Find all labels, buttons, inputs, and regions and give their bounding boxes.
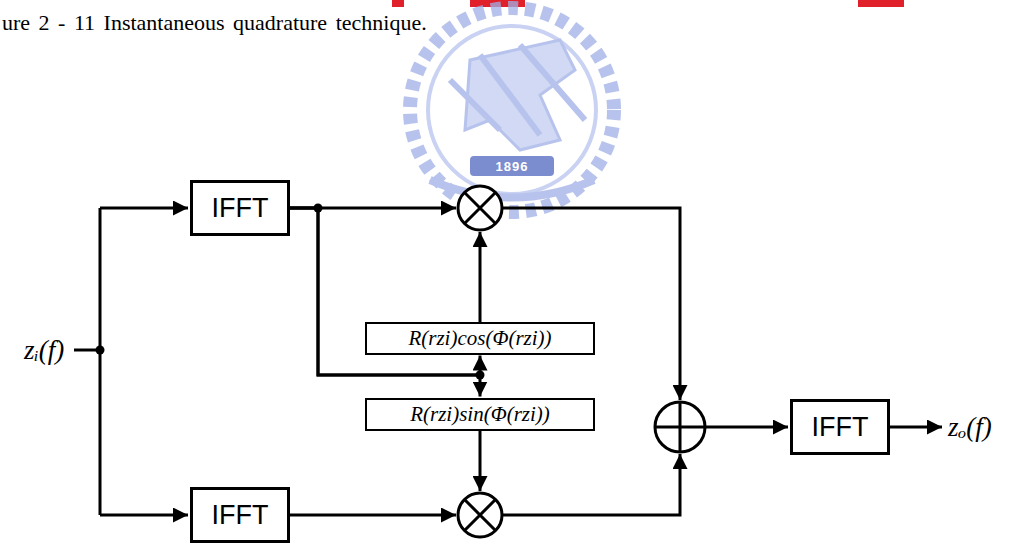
multiplier-symbol — [458, 186, 502, 230]
box-text: IFFT — [212, 193, 269, 224]
signal-name: zᵢ(f) — [22, 335, 66, 366]
signal-name: zₒ(f) — [946, 412, 994, 443]
gain-phase-box: R(rzi)sin(Φ(rzi)) — [365, 398, 595, 431]
logo-watermark — [410, 8, 614, 212]
cut-off-heading — [392, 0, 904, 7]
adder-symbol — [655, 402, 705, 452]
gain-phase-box: R(rzi)cos(Φ(rzi)) — [365, 322, 595, 355]
signal-wires — [74, 208, 942, 515]
ifft-block: IFFT — [190, 487, 290, 543]
logo-year: 1896 — [496, 159, 529, 174]
multiplier-symbol — [458, 493, 502, 537]
figure-caption: ure 2 - 11 Instantaneous quadrature tech… — [2, 10, 427, 36]
ifft-block: IFFT — [790, 399, 890, 455]
box-text: R(rzi)cos(Φ(rzi)) — [408, 326, 551, 351]
ifft-block: IFFT — [190, 180, 290, 236]
box-text: R(rzi)sin(Φ(rzi)) — [410, 402, 550, 427]
signal-connector — [290, 208, 480, 397]
box-text: IFFT — [812, 412, 869, 443]
box-text: IFFT — [212, 500, 269, 531]
